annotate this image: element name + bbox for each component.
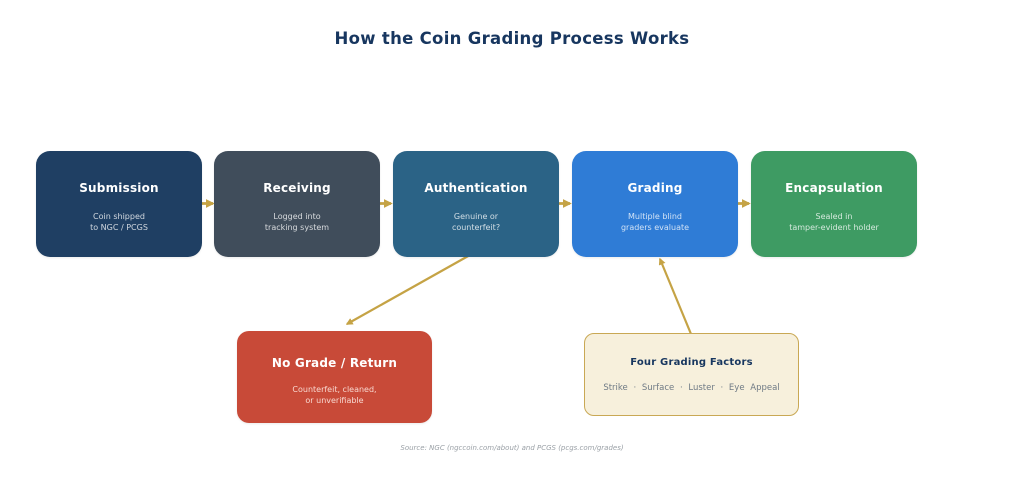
no-grade-return-box: No Grade / Return Counterfeit, cleaned, … bbox=[237, 331, 432, 423]
step-box-submission: Submission Coin shipped to NGC / PCGS bbox=[36, 151, 202, 257]
step-description-grading: Multiple blind graders evaluate bbox=[620, 212, 690, 232]
step-label-authentication: Authentication bbox=[424, 181, 528, 195]
step-box-authentication: Authentication Genuine or counterfeit? bbox=[393, 151, 559, 257]
four-grading-factors-list: Strike · Surface · Luster · Eye Appeal bbox=[603, 383, 780, 393]
step-label-receiving: Receiving bbox=[263, 181, 331, 195]
no-grade-return-description: Counterfeit, cleaned, or unverifiable bbox=[292, 385, 377, 405]
step-description-receiving: Logged into tracking system bbox=[264, 212, 330, 232]
source-citation: Source: NGC (ngccoin.com/about) and PCGS… bbox=[400, 444, 624, 452]
four-grading-factors-box: Four Grading Factors Strike · Surface · … bbox=[584, 333, 799, 416]
no-grade-return-label: No Grade / Return bbox=[271, 356, 398, 370]
step-label-encapsulation: Encapsulation bbox=[785, 181, 883, 195]
step-box-grading: Grading Multiple blind graders evaluate bbox=[572, 151, 738, 257]
arrow-factors-to-grading bbox=[658, 257, 693, 335]
arrow-authentication-to-no-grade bbox=[345, 254, 471, 325]
step-label-submission: Submission bbox=[79, 181, 159, 195]
step-description-encapsulation: Sealed in tamper-evident holder bbox=[789, 212, 879, 232]
four-grading-factors-label: Four Grading Factors bbox=[630, 357, 753, 368]
step-box-receiving: Receiving Logged into tracking system bbox=[214, 151, 380, 257]
step-box-encapsulation: Encapsulation Sealed in tamper-evident h… bbox=[751, 151, 917, 257]
step-description-authentication: Genuine or counterfeit? bbox=[451, 212, 501, 232]
step-label-grading: Grading bbox=[627, 181, 683, 195]
step-description-submission: Coin shipped to NGC / PCGS bbox=[90, 212, 148, 232]
page-title: How the Coin Grading Process Works bbox=[334, 29, 690, 48]
